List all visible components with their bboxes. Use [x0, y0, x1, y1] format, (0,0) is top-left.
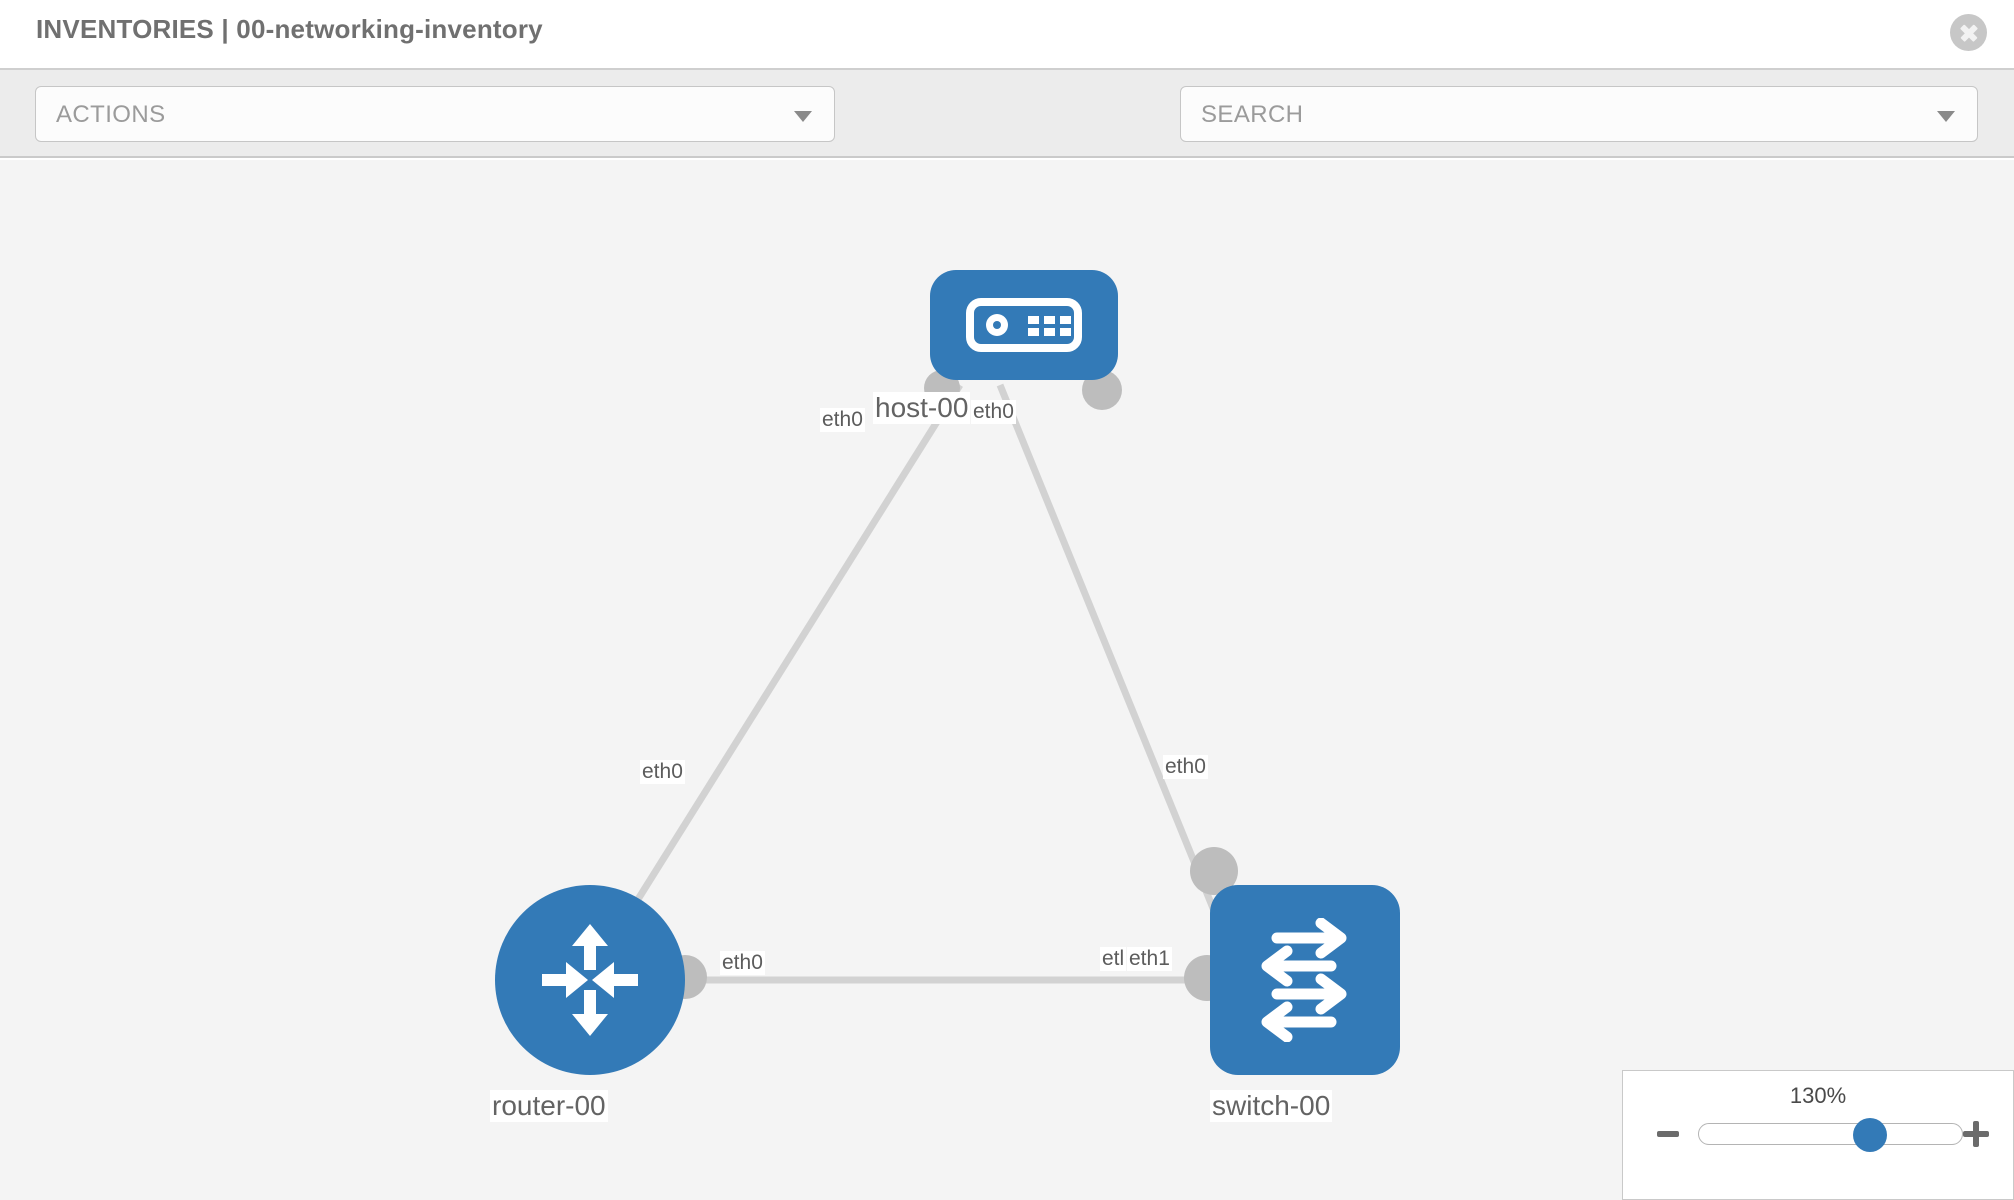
actions-dropdown[interactable]: ACTIONS: [35, 86, 835, 142]
port-label-switch-left-a: etl: [1100, 947, 1127, 971]
topology-canvas[interactable]: host-00 eth0 eth0: [0, 160, 2014, 1200]
link-host-switch: [996, 383, 1234, 952]
toolbar: ACTIONS SEARCH: [0, 68, 2014, 200]
chevron-down-icon[interactable]: [1937, 111, 1955, 122]
port-label-router-right: eth0: [720, 951, 765, 975]
close-icon[interactable]: [1950, 14, 1987, 51]
switch-node-shape[interactable]: [1210, 885, 1400, 1075]
zoom-slider-thumb[interactable]: [1852, 1118, 1887, 1152]
search-input[interactable]: SEARCH: [1180, 86, 1978, 142]
page-header: INVENTORIES | 00-networking-inventory: [0, 0, 2014, 68]
zoom-in-button[interactable]: [1961, 1119, 1991, 1149]
port-label-router-up: eth0: [640, 760, 685, 784]
port-label-switch-left-b: eth1: [1127, 947, 1172, 971]
search-placeholder: SEARCH: [1201, 101, 1304, 128]
server-icon: [966, 298, 1082, 352]
node-label-switch: switch-00: [1210, 1090, 1333, 1122]
host-node-shape[interactable]: [930, 270, 1118, 380]
node-label-host: host-00: [873, 392, 971, 424]
topology-links: [597, 383, 1234, 984]
zoom-control-panel: 130%: [1622, 1070, 2014, 1200]
switch-arrows-icon: [1261, 918, 1347, 1042]
port-label-switch-up: eth0: [1163, 755, 1208, 779]
node-label-router: router-00: [490, 1090, 608, 1122]
page-title: INVENTORIES | 00-networking-inventory: [36, 14, 543, 44]
router-node-shape[interactable]: [495, 885, 685, 1075]
zoom-level-value: 130%: [1789, 1083, 1847, 1108]
zoom-slider-track[interactable]: [1698, 1118, 1963, 1152]
actions-dropdown-label: ACTIONS: [56, 101, 166, 128]
zoom-out-button[interactable]: [1653, 1119, 1683, 1149]
chevron-down-icon: [794, 111, 812, 122]
port-label-host-right: eth0: [971, 400, 1016, 424]
port-label-host-left: eth0: [820, 408, 865, 432]
router-arrows-icon: [542, 924, 638, 1036]
link-host-router: [597, 383, 963, 962]
